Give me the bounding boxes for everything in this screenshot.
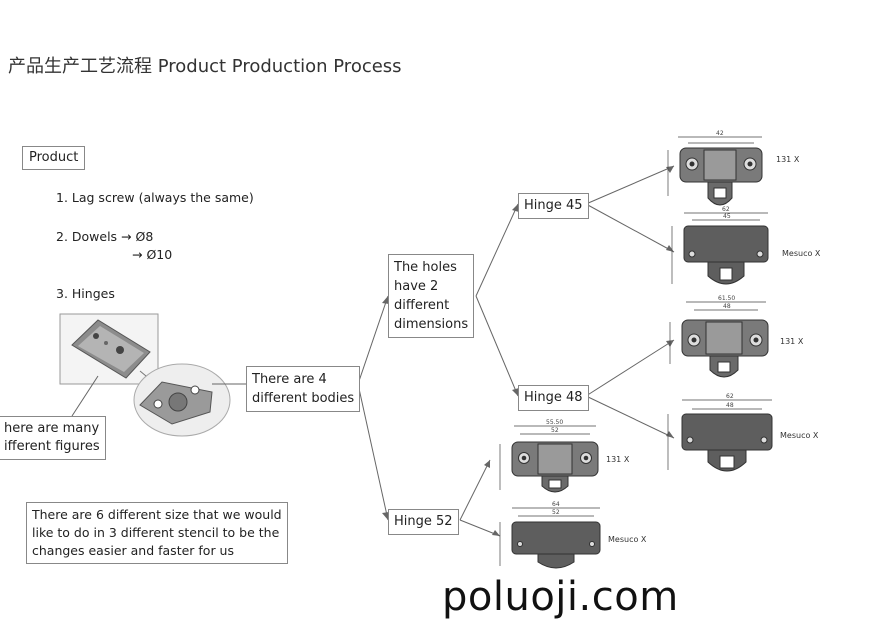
drawing-hinge45-mesuco: 62 45 Mesuco X [671,206,821,285]
d6-label: Mesuco X [608,535,647,544]
hinge-cup [139,381,213,425]
figures-note-line1: here are many [4,421,100,436]
d2-dim-inner: 45 [723,213,731,220]
hinge-photo [71,319,151,379]
bodies-line2: different bodies [252,391,355,406]
d5-dim-inner: 52 [551,427,559,434]
d6-dim-top: 64 [552,501,560,508]
watermark: poluoji.com [442,574,679,620]
flow-connectors [71,165,675,537]
d2-label: Mesuco X [782,249,821,258]
drawing-hinge52-mesuco: 64 52 Mesuco X [499,501,647,569]
bodies-line1: There are 4 [252,372,327,387]
d5-dim-top: 55.50 [546,419,563,426]
d3-label: 131 X [780,337,804,346]
page-title: 产品生产工艺流程 Product Production Process [8,56,402,77]
d2-dim-top: 62 [722,206,730,213]
drawing-hinge52-131x: 55.50 52 131 X [499,419,630,493]
item-dowels: 2. Dowels → Ø8 [56,229,154,244]
hinge-45-box: Hinge 45 [518,193,589,219]
d4-dim-inner: 48 [726,402,734,409]
drawing-hinge45-131x: 42 131 X [667,130,800,206]
d1-dim-top: 42 [716,130,724,137]
stencil-note: There are 6 different size that we would… [26,502,288,564]
bodies-box: There are 4 different bodies [246,366,361,412]
d1-label: 131 X [776,155,800,164]
figures-note-line2: ifferent figures [4,439,100,454]
holes-line1: The holes [394,260,457,275]
item-hinges: 3. Hinges [56,286,115,301]
arrow-heads [382,166,674,536]
d4-label: Mesuco X [780,431,819,440]
stencil-line1: There are 6 different size that we would [32,507,282,522]
stencil-line2: like to do in 3 different stencil to be … [32,525,280,540]
d3-dim-top: 61.50 [718,295,735,302]
holes-line3: different [394,298,450,313]
hinge-52-box: Hinge 52 [388,509,459,535]
d6-dim-inner: 52 [552,509,560,516]
holes-line2: have 2 [394,279,439,294]
product-label: Product [22,146,86,170]
holes-box: The holes have 2 different dimensions [388,254,475,338]
d5-label: 131 X [606,455,630,464]
hinge-48-box: Hinge 48 [518,385,589,411]
drawing-hinge48-131x: 61.50 48 131 X [669,295,804,378]
item-dowels-2: → Ø10 [132,247,173,262]
figures-note: here are many ifferent figures [0,416,106,460]
drawing-hinge48-mesuco: 62 48 Mesuco X [667,393,819,472]
d4-dim-top: 62 [726,393,734,400]
stencil-line3: changes easier and faster for us [32,543,234,558]
d3-dim-inner: 48 [723,303,731,310]
item-lag-screw: 1. Lag screw (always the same) [56,190,254,205]
holes-line4: dimensions [394,317,469,332]
